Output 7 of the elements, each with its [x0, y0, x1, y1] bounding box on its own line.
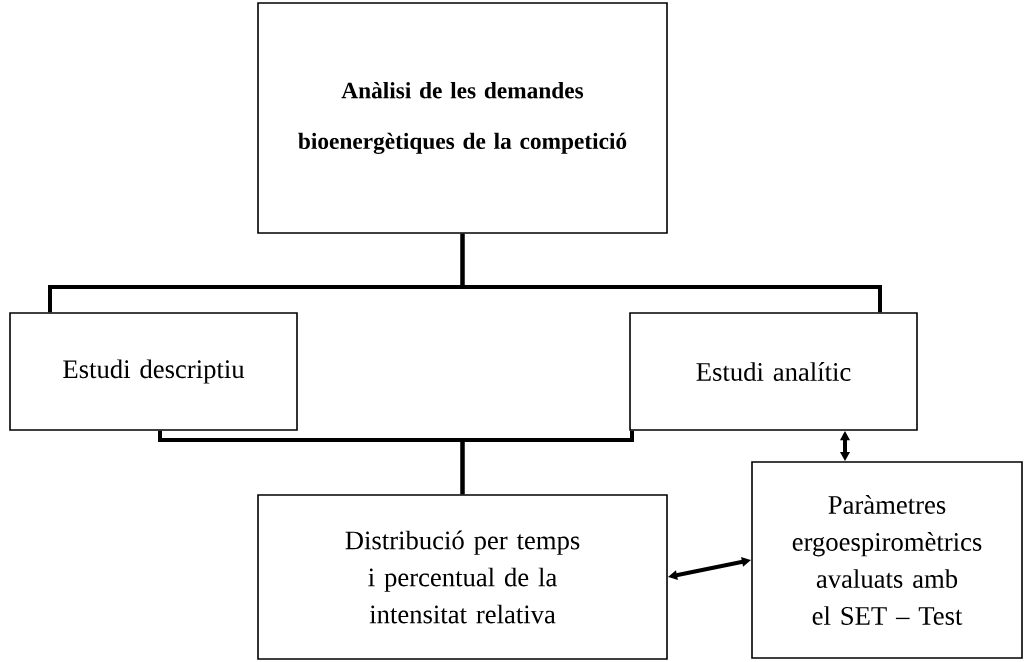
connector-line	[460, 233, 882, 313]
process-box: Anàlisi de les demandes bioenergètiques de la competició	[257, 2, 668, 234]
process-box: Paràmetres ergoespiromètrics avaluats amb el SET – Test	[751, 461, 1023, 659]
process-box: Estudi analític	[629, 312, 918, 431]
process-box: Distribució per temps i percentual de la intensitat relativa	[257, 494, 668, 660]
connector-line	[460, 430, 634, 495]
process-box: Estudi descriptiu	[9, 312, 298, 431]
